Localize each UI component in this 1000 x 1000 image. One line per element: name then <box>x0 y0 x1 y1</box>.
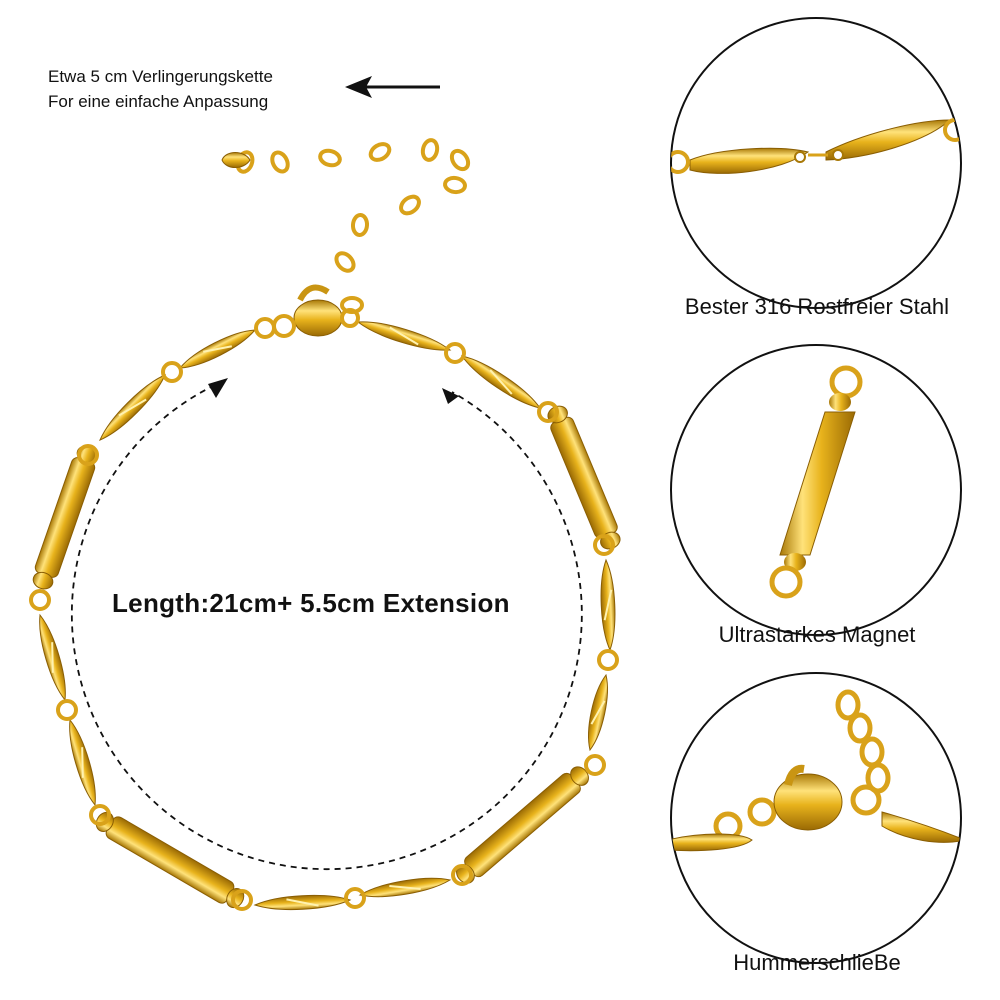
extension-link <box>399 194 421 216</box>
tube-link <box>95 811 245 909</box>
jump-ring <box>444 342 466 364</box>
jump-ring <box>77 444 99 466</box>
detail-circle-steel <box>670 17 962 309</box>
twisted-link <box>600 558 616 652</box>
caption-steel: Bester 316 Rostfreier Stahl <box>684 294 950 319</box>
annotation-arrow <box>345 76 440 98</box>
twisted-link <box>99 374 166 441</box>
extension-link <box>449 148 471 172</box>
length-measure-circle <box>70 378 583 871</box>
detail-circle-tube <box>670 344 962 636</box>
caption-magnet: Ultrastarkes Magnet <box>718 622 916 647</box>
jump-ring <box>597 649 619 671</box>
jump-ring <box>537 401 559 423</box>
extension-link <box>270 150 290 174</box>
jump-ring <box>89 804 111 826</box>
twisted-link <box>178 329 257 369</box>
extension-link <box>334 251 356 273</box>
jump-ring <box>161 361 183 383</box>
jump-ring <box>451 864 473 886</box>
detail-circle-clasp <box>670 672 962 964</box>
extension-link <box>443 175 467 195</box>
twisted-link <box>253 894 352 911</box>
jump-ring <box>29 589 51 611</box>
extension-link <box>318 148 342 168</box>
tube-link <box>456 766 589 884</box>
extension-link <box>350 213 370 237</box>
twisted-link <box>356 321 452 351</box>
jump-ring <box>344 887 366 909</box>
twisted-link <box>39 613 66 702</box>
length-label: Length:21cm+ 5.5cm Extension <box>112 588 510 618</box>
twisted-link <box>588 673 608 752</box>
extension-link <box>368 142 392 162</box>
tube-link <box>547 405 621 550</box>
jump-ring <box>56 699 78 721</box>
bracelet <box>29 317 621 911</box>
jump-ring <box>254 317 276 339</box>
extension-chain <box>221 138 471 314</box>
lobster-clasp <box>272 284 360 338</box>
extension-drop <box>221 152 251 168</box>
extension-note-line-2: For eine einfache Anpassung <box>48 92 269 111</box>
extension-link <box>420 138 440 162</box>
jump-ring <box>584 754 606 776</box>
extension-note: Etwa 5 cm Verlingerungskette For eine ei… <box>48 64 273 114</box>
twisted-link <box>358 877 452 898</box>
twisted-link <box>69 718 96 807</box>
extension-note-line-1: Etwa 5 cm Verlingerungskette <box>48 67 273 86</box>
jump-ring <box>231 889 253 911</box>
jump-ring <box>593 534 615 556</box>
caption-clasp: HummerschlieBe <box>733 950 901 975</box>
